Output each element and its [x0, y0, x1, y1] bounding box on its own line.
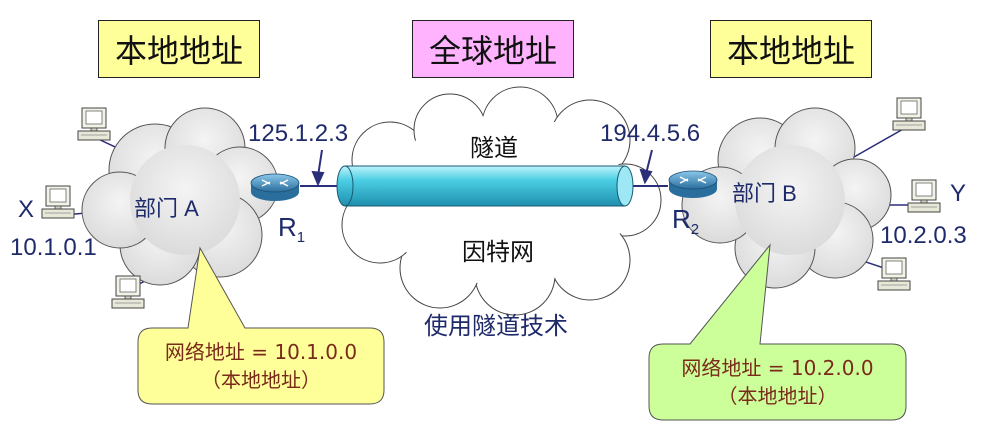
left-pc-bottom-icon [111, 275, 145, 309]
right-local-address-label: 本地地址 [710, 20, 872, 78]
network-a-label: 部门 A [134, 196, 199, 221]
global-address-label: 全球地址 [412, 20, 574, 78]
router-r1-subscript: 1 [296, 229, 306, 247]
router-r2-name: R [672, 204, 691, 234]
router-r2-icon [668, 170, 718, 198]
router-r2-label: R2 [672, 204, 699, 238]
host-x-ip: 10.1.0.1 [10, 234, 97, 261]
left-local-address-note: （本地地址） [201, 368, 321, 392]
left-network-address: 网络地址 = 10.1.0.0 [164, 340, 358, 364]
router-r1-label: R1 [278, 212, 305, 246]
right-callout-bubble [648, 243, 907, 421]
router-r2-ip: 194.4.5.6 [600, 120, 701, 147]
left-callout-bubble [137, 246, 385, 405]
right-local-address-note: （本地地址） [717, 384, 838, 408]
router-r1-ip: 125.1.2.3 [248, 120, 349, 147]
ip-pointer-arrows [311, 149, 653, 187]
host-y-label: Y [950, 180, 967, 207]
router-r1-name: R [278, 212, 297, 242]
right-pc-bottom-icon [877, 257, 911, 291]
tunnel-caption: 使用隧道技术 [424, 312, 568, 340]
internet-label: 因特网 [462, 238, 534, 266]
tunnel-tube [336, 165, 634, 207]
left-network-cloud [81, 107, 279, 286]
host-y-pc-icon [907, 179, 941, 213]
right-network-address: 网络地址 = 10.2.0.0 [681, 356, 874, 380]
right-callout-text: 网络地址 = 10.2.0.0 （本地地址） [651, 354, 904, 410]
host-x-label: X [18, 196, 35, 223]
router-r2-subscript: 2 [690, 221, 700, 239]
host-x-pc-icon [41, 185, 75, 219]
right-pc-top-icon [892, 97, 926, 131]
host-y-ip: 10.2.0.3 [880, 222, 967, 249]
router-r1-icon [250, 173, 300, 201]
tunnel-label: 隧道 [470, 134, 518, 162]
left-callout-text: 网络地址 = 10.1.0.0 （本地地址） [140, 338, 382, 394]
left-local-address-label: 本地地址 [98, 20, 260, 78]
network-b-label: 部门 B [732, 181, 797, 206]
left-pc-top-icon [77, 107, 111, 141]
